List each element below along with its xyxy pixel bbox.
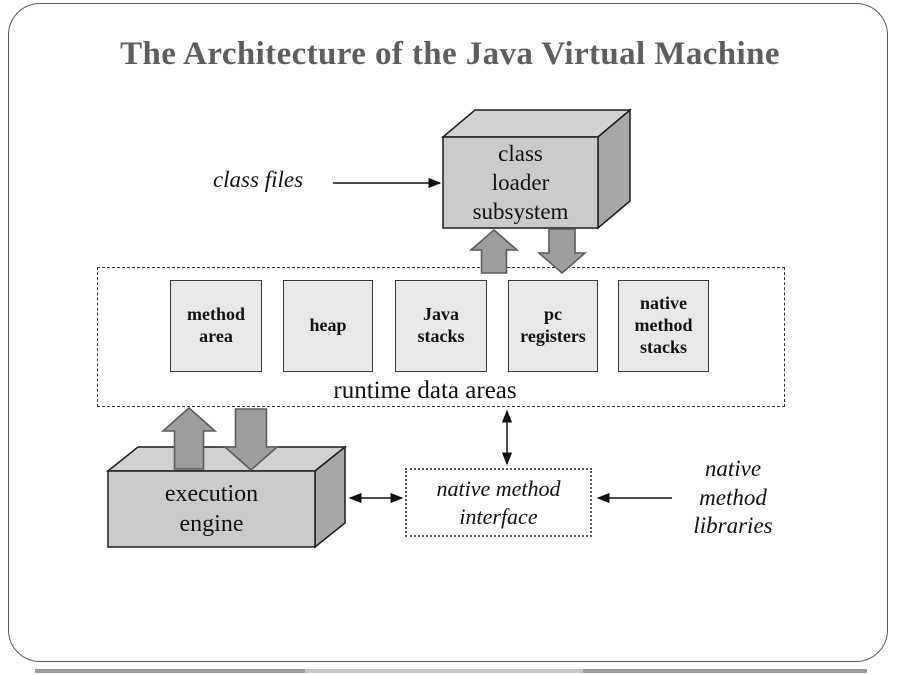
class-loader-label: class loader subsystem — [472, 140, 569, 225]
runtime-box-pc-registers: pc registers — [508, 280, 598, 372]
runtime-box-java-stacks: Java stacks — [395, 280, 487, 372]
runtime-box-label: pc registers — [520, 304, 586, 346]
bottom-edge-bar-middle — [305, 669, 583, 673]
page-title: The Architecture of the Java Virtual Mac… — [120, 36, 780, 72]
runtime-box-label: native method stacks — [634, 293, 693, 357]
runtime-data-areas-label: runtime data areas — [333, 377, 517, 404]
native-method-interface-label: native method interface — [436, 476, 561, 529]
runtime-box-heap: heap — [283, 280, 373, 372]
native-method-libraries-label: native method libraries — [693, 456, 773, 539]
native-method-interface-box: native method interface — [405, 468, 592, 537]
runtime-box-label: method area — [187, 304, 245, 346]
runtime-box-label: heap — [309, 315, 347, 336]
bottom-edge-bar-right — [583, 669, 867, 673]
runtime-box-native-method-stacks: native method stacks — [618, 280, 709, 372]
runtime-box-label: Java stacks — [417, 304, 465, 346]
bottom-edge-bar-left — [35, 669, 305, 673]
execution-engine-label: execution engine — [164, 480, 259, 537]
runtime-box-method-area: method area — [170, 280, 262, 372]
class-files-label: class files — [212, 167, 304, 192]
